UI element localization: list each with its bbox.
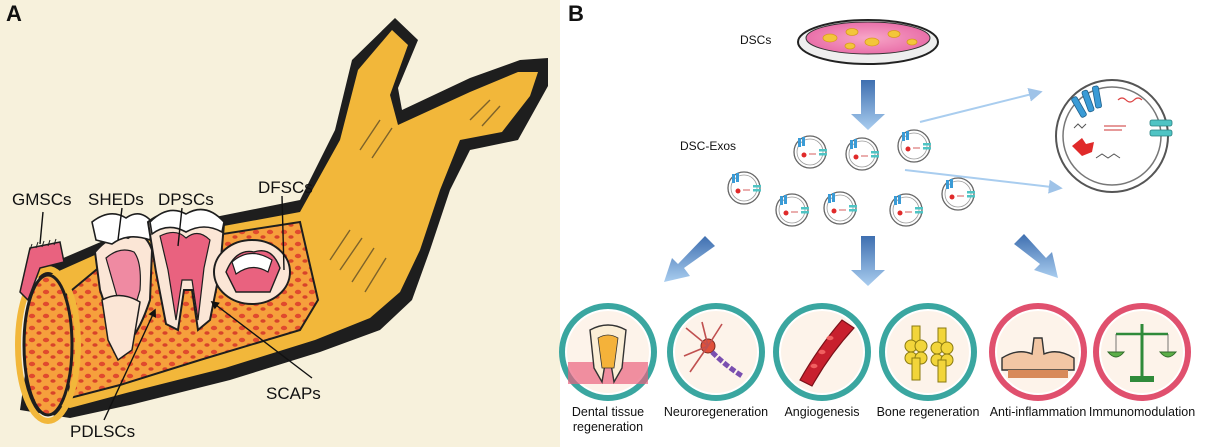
tooth-icon <box>559 303 657 401</box>
dpscs-pointer <box>177 207 183 247</box>
label-sheds: SHEDs <box>88 190 144 209</box>
neuron-icon <box>667 303 765 401</box>
label-dscs: DSCs <box>740 33 772 47</box>
label-gmscs: GMSCs <box>12 190 72 209</box>
outcome-caption: Anti-inflammation <box>983 405 1093 420</box>
zoom-arrow-lower <box>904 169 1063 194</box>
exosome-icon <box>889 193 923 227</box>
exosome-icon <box>823 191 857 225</box>
arrow-left <box>664 236 715 282</box>
tooth-dpscs <box>146 208 226 332</box>
outcome-caption-line1: Neuroregeneration <box>663 405 769 419</box>
outcome-icons <box>559 303 1191 401</box>
zoom-arrow-upper <box>919 87 1043 123</box>
exosome-icon <box>727 171 761 205</box>
outcome-caption-line1: Angiogenesis <box>784 405 860 419</box>
outcome-caption-line1: Immunomodulation <box>1088 405 1196 419</box>
outcome-caption-line1: Anti-inflammation <box>989 405 1087 419</box>
outcome-caption: Angiogenesis <box>767 405 877 420</box>
label-pdlscs: PDLSCs <box>70 422 136 441</box>
tooth-dfscs-follicle <box>213 239 291 305</box>
panel-label-b: B <box>568 1 584 26</box>
arrow-right <box>1014 234 1058 278</box>
gmscs-pointer <box>39 211 44 245</box>
exosome-icon <box>775 193 809 227</box>
scaps-pointer <box>210 300 313 379</box>
label-scaps: SCAPs <box>266 384 321 403</box>
tooth-sheds <box>91 213 154 362</box>
blood-vessel-icon <box>773 303 871 401</box>
outcome-caption-line2: regeneration <box>572 420 644 434</box>
bone-joint-icon <box>879 303 977 401</box>
arm-wrestling-icon <box>989 303 1087 401</box>
exosome-icon <box>897 129 931 163</box>
panel-label-a: A <box>6 1 22 26</box>
outcome-caption: Neuroregeneration <box>661 405 771 420</box>
label-dsc-exos: DSC-Exos <box>680 139 737 153</box>
sheds-pointer <box>117 207 123 241</box>
dish-to-exos-arrow <box>851 80 885 130</box>
exosome-cluster <box>727 129 975 227</box>
pdlscs-pointer <box>103 308 156 421</box>
exosome-icon <box>941 177 975 211</box>
label-dfscs: DFSCs <box>258 178 313 197</box>
outcome-caption: Immunomodulation <box>1087 405 1197 420</box>
outcome-caption-line1: Bone regeneration <box>876 405 980 419</box>
arrow-center <box>851 236 885 286</box>
balance-scale-icon <box>1093 303 1191 401</box>
exosome-zoom-icon <box>1055 79 1173 193</box>
exosome-icon <box>845 137 879 171</box>
outcome-caption-line1: Dental tissue <box>571 405 645 419</box>
petri-dish-icon <box>797 19 939 65</box>
exosome-icon <box>793 135 827 169</box>
outcome-caption: Bone regeneration <box>873 405 983 420</box>
label-dpscs: DPSCs <box>158 190 214 209</box>
dfscs-pointer <box>281 195 285 271</box>
